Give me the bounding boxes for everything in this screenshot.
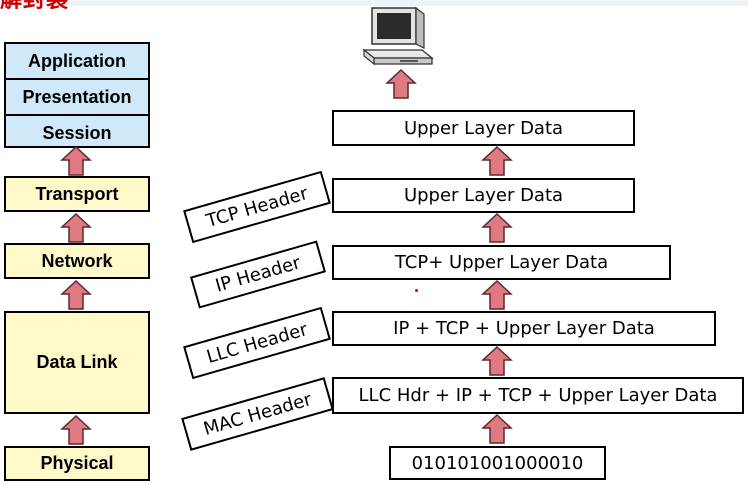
tcp-header-label: TCP Header	[183, 170, 331, 244]
up-arrow-icon	[60, 212, 92, 243]
up-arrow-icon	[481, 279, 513, 310]
frame-llc-ip-tcp-upper-layer-data: LLC Hdr + IP + TCP + Upper Layer Data	[332, 377, 744, 414]
up-arrow-icon	[60, 414, 92, 445]
up-arrow-icon	[481, 345, 513, 376]
osi-upper-layers: Application Presentation Session	[4, 42, 150, 148]
osi-divider	[6, 114, 148, 116]
frame-upper-layer-data-top: Upper Layer Data	[332, 110, 635, 146]
osi-application-layer: Application	[28, 50, 126, 71]
frame-ip-tcp-upper-layer-data: IP + TCP + Upper Layer Data	[332, 311, 716, 346]
up-arrow-icon	[385, 68, 417, 99]
frame-upper-layer-data: Upper Layer Data	[332, 178, 635, 213]
up-arrow-icon	[481, 145, 513, 176]
osi-presentation-layer: Presentation	[22, 86, 132, 107]
osi-network-layer: Network	[4, 243, 150, 279]
up-arrow-icon	[481, 212, 513, 243]
up-arrow-icon	[481, 413, 513, 444]
computer-icon	[362, 6, 434, 66]
frame-tcp-upper-layer-data: TCP+ Upper Layer Data	[332, 245, 671, 280]
up-arrow-icon	[60, 279, 92, 310]
ip-header-label: IP Header	[190, 240, 326, 309]
llc-header-label: LLC Header	[183, 306, 331, 380]
page-title: 解封装	[0, 0, 69, 9]
up-arrow-icon	[60, 145, 92, 176]
osi-transport-layer: Transport	[4, 176, 150, 212]
red-dot	[415, 289, 418, 292]
osi-physical-layer: Physical	[4, 446, 150, 481]
frame-bitstream: 010101001000010	[389, 446, 606, 480]
top-bar	[0, 0, 748, 6]
osi-session-layer: Session	[42, 122, 112, 143]
osi-divider	[6, 78, 148, 80]
osi-datalink-layer: Data Link	[4, 311, 150, 414]
mac-header-label: MAC Header	[181, 377, 334, 451]
